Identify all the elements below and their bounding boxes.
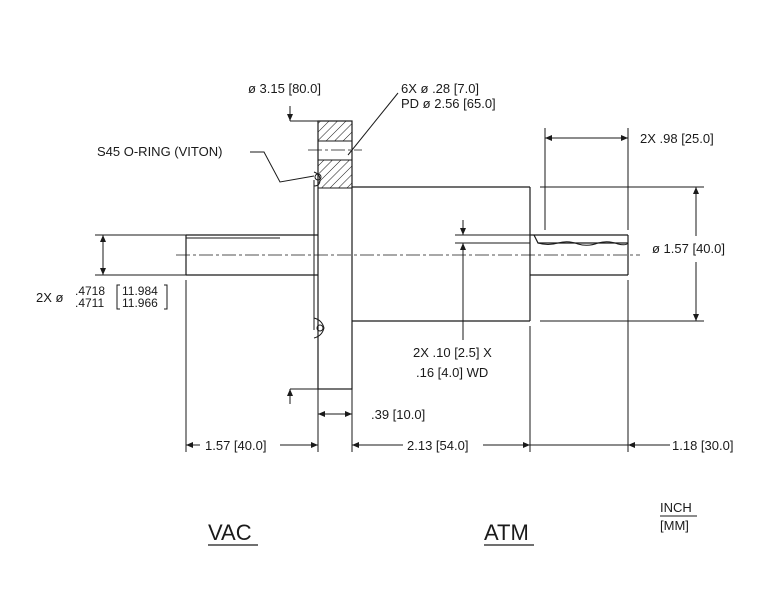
shaft-dia-prefix: 2X ø: [36, 290, 64, 305]
body: [352, 186, 531, 322]
shaft-diameter-dim: [95, 234, 186, 276]
body-diameter-label: ø 1.57 [40.0]: [652, 241, 725, 256]
atm-side-label: ATM: [484, 520, 529, 545]
unit-mm-label: [MM]: [660, 518, 689, 533]
o-ring-label: S45 O-RING (VITON): [97, 144, 222, 159]
bottom-length-dims: [185, 280, 670, 452]
shaft-dia-mm-max: 11.984: [122, 284, 158, 298]
o-ring-leader: [250, 151, 315, 183]
flange-diameter-label: ø 3.15 [80.0]: [248, 81, 321, 96]
flange-diameter-dim: [287, 106, 318, 404]
shaft-diameter-label: 2X ø .4718 .4711 11.984 11.966: [36, 284, 168, 310]
atm-shaft-top-dim: [544, 128, 629, 230]
flange-thickness-dim: [317, 389, 353, 420]
atm-shaft-length-label: 1.18 [30.0]: [672, 438, 733, 453]
flange-thickness-label: .39 [10.0]: [371, 407, 425, 422]
shaft-dia-mm-min: 11.966: [122, 296, 158, 310]
keyway-label-line1: 2X .10 [2.5] X: [413, 345, 492, 360]
atm-shaft: [530, 234, 629, 276]
bolt-holes-label-line2: PD ø 2.56 [65.0]: [401, 96, 496, 111]
body-length-label: 2.13 [54.0]: [407, 438, 468, 453]
flange: [308, 120, 362, 390]
keyway-dim: [455, 220, 530, 340]
body-diameter-dim: [540, 186, 704, 322]
atm-shaft-top-label: 2X .98 [25.0]: [640, 131, 714, 146]
bolt-hole-leader: [347, 92, 399, 156]
bolt-holes-label-line1: 6X ø .28 [7.0]: [401, 81, 479, 96]
vac-shaft-length-label: 1.57 [40.0]: [205, 438, 266, 453]
shaft-dia-inch-max: .4718: [75, 284, 105, 298]
shaft-dia-inch-min: .4711: [75, 296, 104, 310]
unit-inch-label: INCH: [660, 500, 692, 515]
vac-side-label: VAC: [208, 520, 252, 545]
keyway-label-line2: .16 [4.0] WD: [416, 365, 488, 380]
